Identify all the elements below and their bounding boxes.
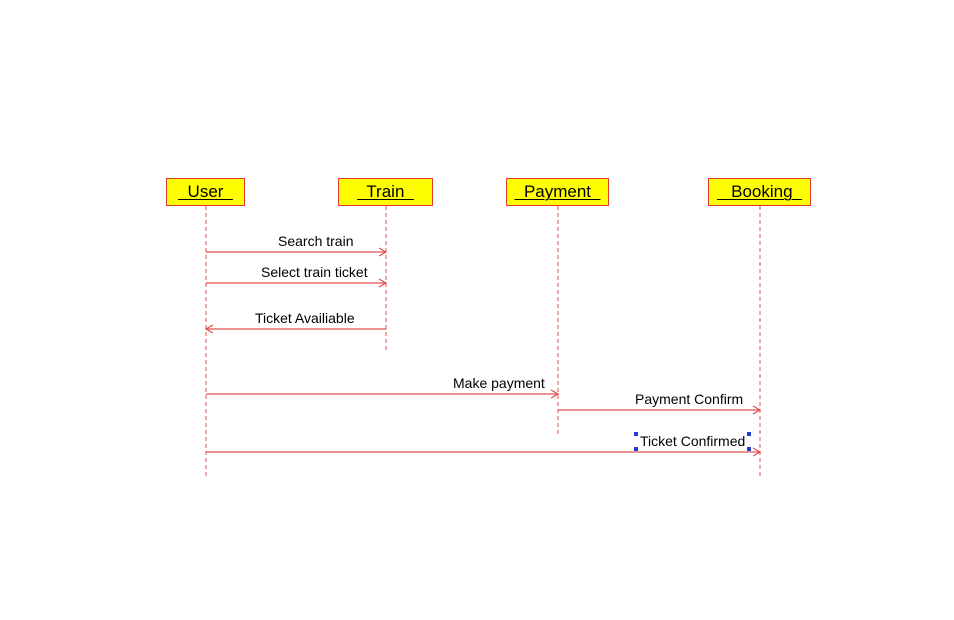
message-arrow-4[interactable] bbox=[558, 405, 762, 415]
message-label-select-train-ticket[interactable]: Select train ticket bbox=[261, 264, 368, 280]
selection-handle-bottom-left[interactable] bbox=[634, 447, 638, 451]
message-arrow-1[interactable] bbox=[206, 278, 388, 288]
message-label-make-payment[interactable]: Make payment bbox=[453, 375, 545, 391]
arrowhead-2 bbox=[204, 324, 214, 334]
message-arrow-2[interactable] bbox=[204, 324, 386, 334]
arrowhead-4 bbox=[752, 405, 762, 415]
lifeline-payment-box[interactable]: Payment bbox=[506, 178, 609, 206]
message-arrow-3[interactable] bbox=[206, 389, 560, 399]
message-label-ticket-available[interactable]: Ticket Availiable bbox=[255, 310, 355, 326]
selection-handle-bottom-right[interactable] bbox=[747, 447, 752, 451]
arrowhead-3 bbox=[550, 389, 560, 399]
arrowhead-5 bbox=[752, 447, 762, 457]
selection-handle-top-right[interactable] bbox=[747, 432, 752, 436]
lifeline-user-box[interactable]: User bbox=[166, 178, 245, 206]
message-arrow-5[interactable] bbox=[206, 447, 762, 457]
message-arrow-0[interactable] bbox=[206, 247, 388, 257]
lifeline-booking-box[interactable]: Booking bbox=[708, 178, 811, 206]
arrowhead-1 bbox=[378, 278, 388, 288]
lifeline-train-box[interactable]: Train bbox=[338, 178, 433, 206]
selection-handle-top-left[interactable] bbox=[634, 432, 638, 436]
message-label-ticket-confirmed[interactable]: Ticket Confirmed bbox=[640, 433, 746, 449]
arrowhead-0 bbox=[378, 247, 388, 257]
message-label-payment-confirm[interactable]: Payment Confirm bbox=[635, 391, 744, 407]
message-label-search-train[interactable]: Search train bbox=[278, 233, 354, 249]
